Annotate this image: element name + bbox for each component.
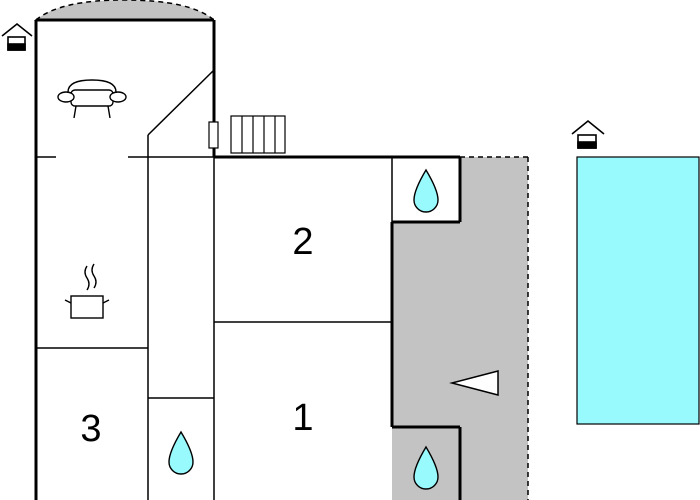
sofa-icon bbox=[57, 79, 127, 119]
water-drop-icon bbox=[413, 445, 439, 490]
roof-dome bbox=[33, 0, 217, 21]
water-drop-icon bbox=[413, 168, 439, 213]
water-drop-icon bbox=[168, 430, 194, 475]
interior-walls bbox=[36, 69, 460, 500]
arrow-left-icon bbox=[449, 370, 499, 396]
room-number-1: 1 bbox=[292, 397, 313, 439]
stairs-icon bbox=[230, 115, 286, 154]
cooking-pot-icon bbox=[64, 263, 110, 319]
window-frame bbox=[208, 121, 219, 149]
room-number-3: 3 bbox=[80, 408, 101, 450]
swimming-pool bbox=[576, 156, 700, 425]
room-number-2: 2 bbox=[292, 221, 313, 263]
house-entrance-icon bbox=[571, 119, 605, 149]
house-entrance-icon bbox=[1, 22, 33, 51]
terrace-area-strip bbox=[392, 157, 528, 500]
